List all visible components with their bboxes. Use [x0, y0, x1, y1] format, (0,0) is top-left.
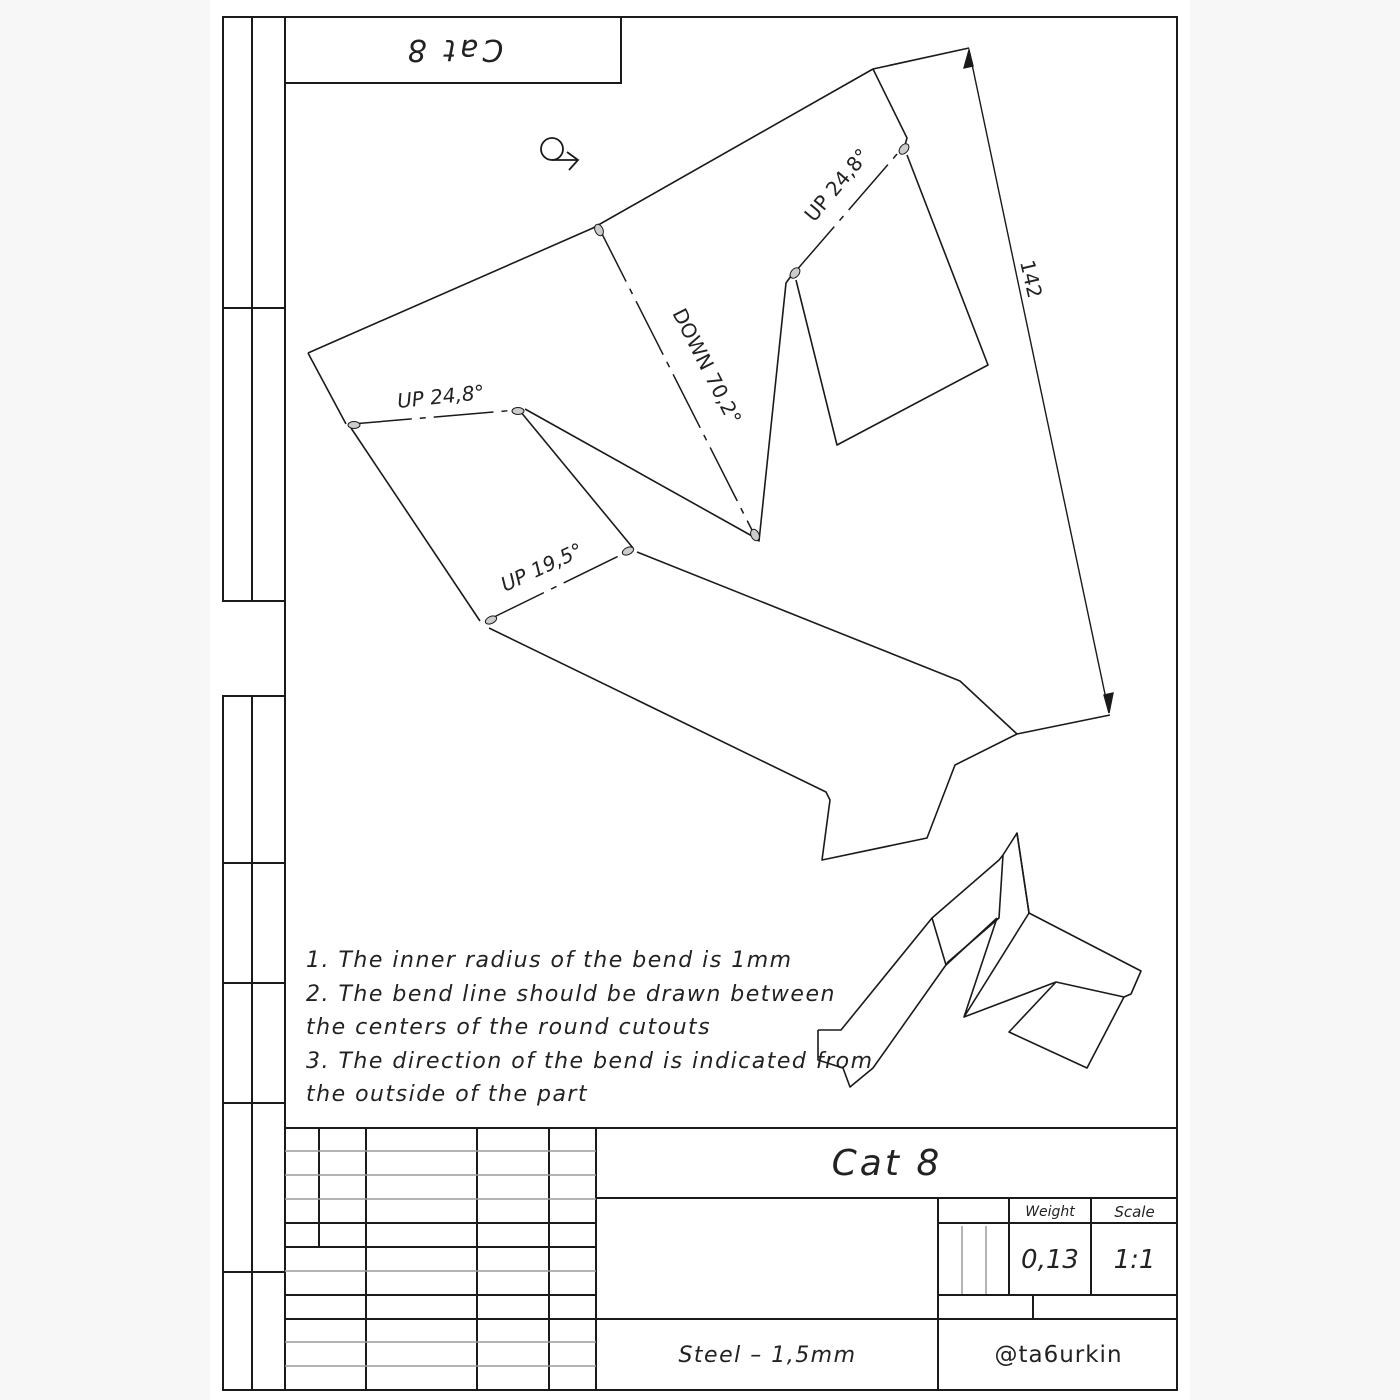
bend-label-up-24-8-b: UP 24,8° — [799, 144, 874, 227]
flat-pattern-unfold-icon — [540, 137, 580, 171]
author-handle: @ta6urkin — [994, 1342, 1123, 1368]
note-line: 1. The inner radius of the bend is 1mm — [306, 948, 793, 973]
bend-label-up-24-8-a: UP 24,8° — [396, 380, 486, 413]
bend-label-down-70-2: DOWN 70,2° — [668, 304, 747, 428]
note-line: 2. The bend line should be drawn between — [306, 981, 836, 1007]
note-line: 3. The direction of the bend is indicate… — [306, 1048, 874, 1074]
isometric-view — [817, 832, 1142, 1088]
corner-label-mirrored: Cat 8 — [403, 32, 504, 68]
weight-label: Weight — [1025, 1203, 1075, 1220]
sheet-frame — [222, 16, 1178, 1391]
bend-relief-cutouts — [347, 143, 910, 625]
bend-line-4 — [489, 550, 630, 620]
title-block-thin-lines — [285, 1150, 987, 1367]
material-spec: Steel – 1,5mm — [678, 1342, 857, 1368]
weight-value: 0,13 — [1021, 1245, 1079, 1275]
scale-value: 1:1 — [1113, 1245, 1156, 1275]
note-line: the centers of the round cutouts — [306, 1015, 712, 1040]
bend-label-up-19-5: UP 19,5° — [497, 538, 587, 597]
bend-line-2 — [794, 145, 905, 273]
flat-pattern — [307, 47, 1111, 861]
title-block-grid — [285, 1127, 1177, 1390]
drawing-sheet — [210, 0, 1190, 1400]
technical-notes: 1. The inner radius of the bend is 1mm 2… — [306, 944, 874, 1112]
dimension-142 — [963, 47, 1114, 714]
note-line: the outside of the part — [306, 1082, 589, 1107]
bend-line-3 — [351, 409, 518, 425]
scale-label: Scale — [1114, 1202, 1155, 1221]
bend-lines — [351, 145, 905, 620]
bend-line-1 — [598, 227, 757, 539]
drawing-title: Cat 8 — [831, 1142, 943, 1184]
